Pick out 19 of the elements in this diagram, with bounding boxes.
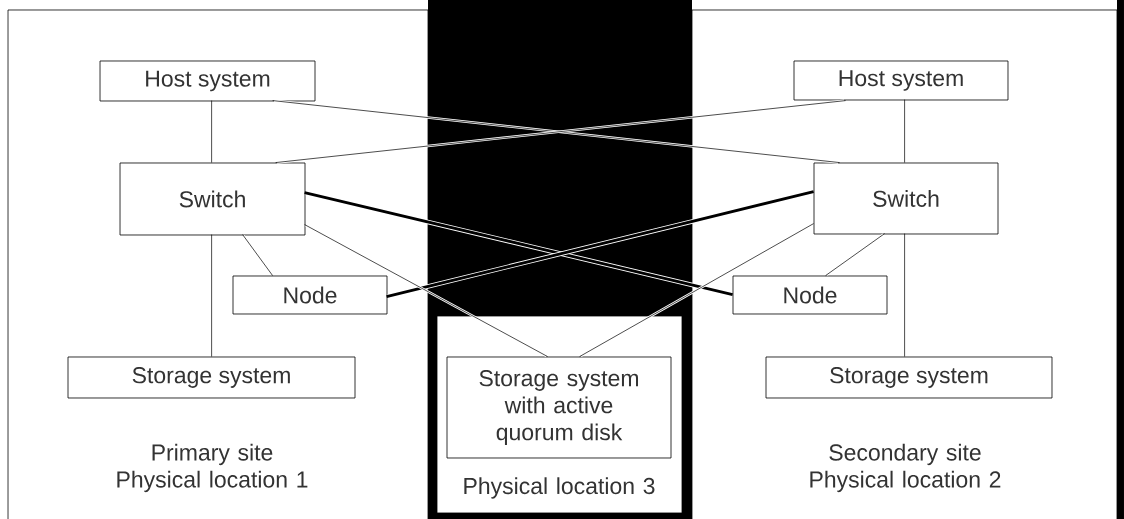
system-box: Storage system (765, 356, 1053, 399)
system-box: Node (732, 275, 888, 315)
system-box: Node (232, 275, 388, 315)
connector-line (825, 233, 885, 276)
connector-line (903, 99, 906, 163)
connector-line (304, 190, 733, 297)
connector-line (210, 100, 213, 163)
connector-line (579, 223, 814, 357)
connector-line (210, 234, 213, 357)
system-box: Switch (813, 162, 999, 235)
system-box: Switch (119, 162, 306, 236)
system-box: Host system (99, 60, 316, 102)
connector-line (304, 224, 548, 357)
connector-line (386, 189, 814, 299)
connector-line (242, 234, 273, 276)
system-box: Storage system (67, 356, 356, 399)
system-box: Storage system with active quorum disk (446, 356, 672, 459)
connector-line (903, 233, 906, 357)
system-box: Host system (793, 60, 1009, 101)
